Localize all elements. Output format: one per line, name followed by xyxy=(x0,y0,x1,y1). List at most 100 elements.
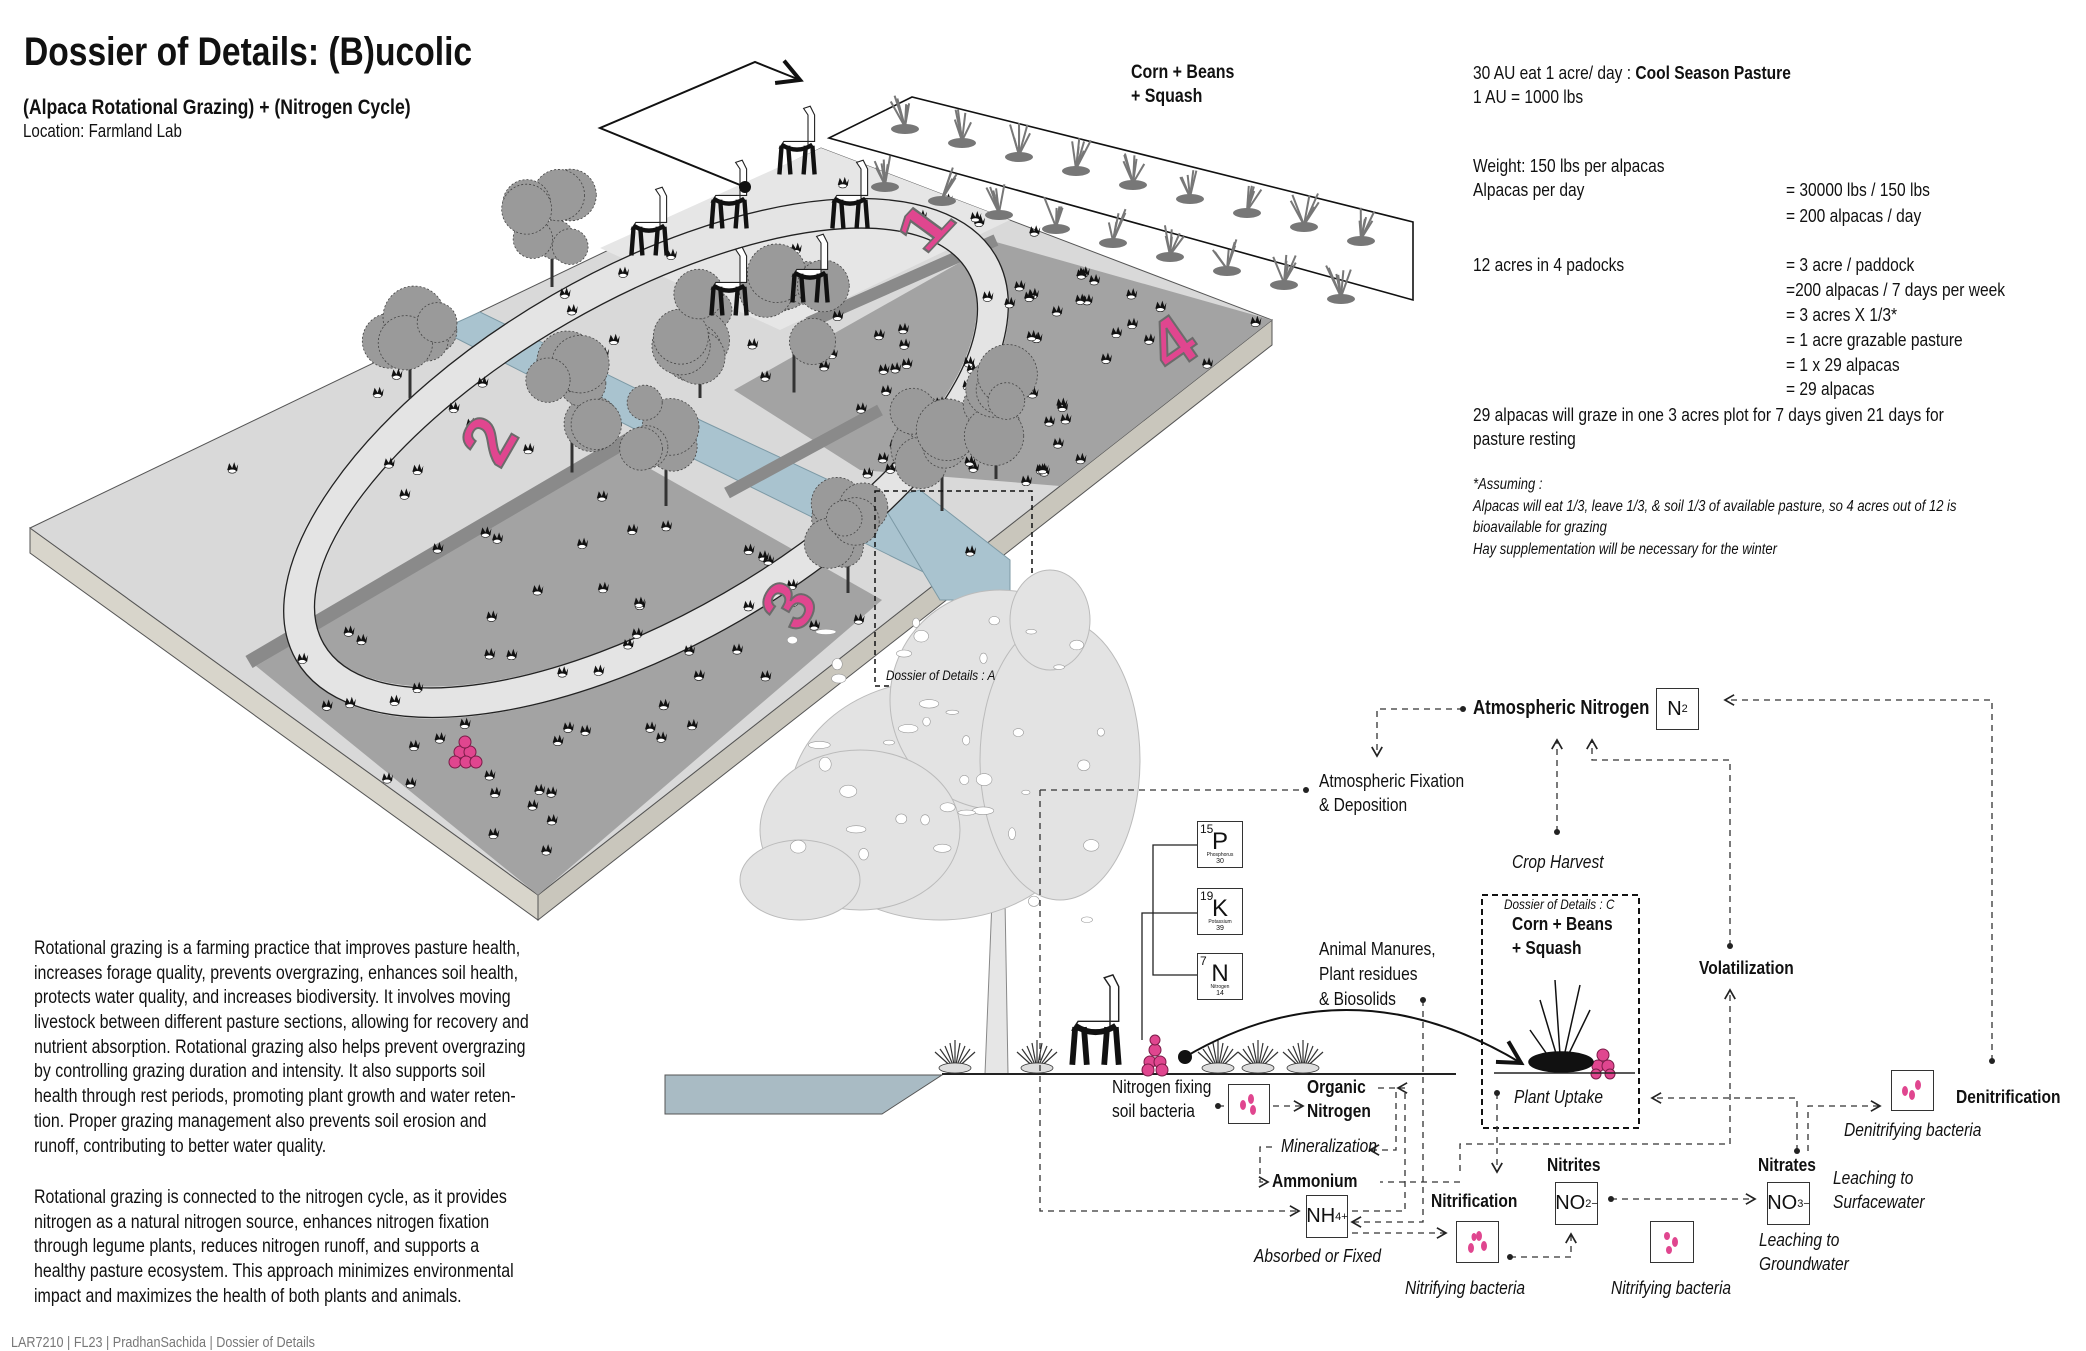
calc-row-value: = 29 alpacas xyxy=(1786,378,1891,400)
atmospheric-nitrogen-label: Atmospheric Nitrogen xyxy=(1473,697,1683,720)
corn-plant-icon xyxy=(1119,154,1147,190)
alpaca-icon xyxy=(1072,975,1118,1065)
calc-summary-text: pasture resting xyxy=(1473,428,1576,450)
calc-row-value: = 30000 lbs / 150 lbs xyxy=(1786,179,1957,201)
element-mass: 39 xyxy=(1198,925,1242,932)
element-bracket xyxy=(1142,845,1197,1040)
corn-plant-icon xyxy=(1099,209,1127,248)
calc-row-value: = 3 acre / paddock xyxy=(1786,254,1939,276)
leaching-groundwater-label: Leaching to xyxy=(1759,1229,1855,1251)
detail-a-label: Dossier of Details : A xyxy=(886,667,1016,683)
calc-note-text: Alpacas will eat 1/3, leave 1/3, & soil … xyxy=(1473,498,1956,516)
paragraph-line-text: protects water quality, and increases bi… xyxy=(34,986,511,1011)
paragraph-line: impact and maximizes the health of both … xyxy=(34,1285,605,1310)
corn-plant-icon xyxy=(948,110,976,148)
corn-plant-icon xyxy=(1156,225,1184,262)
paragraph-line: nitrogen as a natural nitrogen source, e… xyxy=(34,1211,605,1236)
grass-tuft-icon xyxy=(935,1040,975,1073)
animal-manures-label: & Biosolids xyxy=(1319,988,1411,1010)
paragraph-line: through legume plants, reduces nitrogen … xyxy=(34,1235,605,1260)
corn-plant-icon xyxy=(1062,138,1091,176)
denitrifying-bacteria-label: Denitrifying bacteria xyxy=(1844,1119,2008,1141)
calc-note: Hay supplementation will be necessary fo… xyxy=(1473,541,1835,559)
calc-row-value: = 1 acre grazable pasture xyxy=(1786,329,1996,351)
location-text: Location: Farmland Lab xyxy=(23,121,212,142)
calc-row-value-text: = 1 x 29 alpacas xyxy=(1786,354,1900,376)
paragraph-line-text: Rotational grazing is connected to the n… xyxy=(34,1186,507,1211)
calc-row-value-text: = 29 alpacas xyxy=(1786,378,1875,400)
nitrates-label: Nitrates xyxy=(1758,1154,1827,1176)
paragraph-line: Rotational grazing is a farming practice… xyxy=(34,937,623,962)
corn-plant-icon xyxy=(1326,266,1355,304)
paragraph-line-text: impact and maximizes the health of both … xyxy=(34,1285,462,1310)
calc-row-label-text: 12 acres in 4 padocks xyxy=(1473,254,1624,276)
nitrifying-bacteria-label: Nitrifying bacteria xyxy=(1611,1277,1754,1299)
paragraph-line-text: nutrient absorption. Rotational grazing … xyxy=(34,1036,526,1061)
element-mass: 30 xyxy=(1198,858,1242,865)
calc-row-value-text: = 3 acres X 1/3* xyxy=(1786,304,1897,326)
detail-c-label: Dossier of Details : C xyxy=(1504,896,1635,912)
calc-row-label-text: Alpacas per day xyxy=(1473,179,1584,201)
paragraph-line-text: nitrogen as a natural nitrogen source, e… xyxy=(34,1211,489,1236)
nitrifying-bacteria-icon xyxy=(1650,1221,1694,1263)
animal-manures-label: Animal Manures, xyxy=(1319,938,1458,960)
paragraph-line-text: through legume plants, reduces nitrogen … xyxy=(34,1235,479,1260)
denitrification-label: Denitrification xyxy=(1956,1086,2080,1108)
atmospheric-fixation-label: & Deposition xyxy=(1319,794,1424,816)
volatilization-label: Volatilization xyxy=(1699,957,1812,979)
paragraph-line-text: runoff, contributing to better water qua… xyxy=(34,1135,326,1160)
paragraph-line: tion. Proper grazing management also pre… xyxy=(34,1110,623,1135)
corn-plant-icon xyxy=(1233,186,1261,218)
corn-plant-icon xyxy=(1347,208,1375,246)
corn-plant-icon xyxy=(1270,255,1298,290)
calc-row-value-text: = 1 acre grazable pasture xyxy=(1786,329,1963,351)
calc-line-1: 30 AU eat 1 acre/ day : Cool Season Past… xyxy=(1473,62,1851,84)
absorbed-fixed-label: Absorbed or Fixed xyxy=(1254,1245,1405,1267)
paragraph-line-text: livestock between different pasture sect… xyxy=(34,1011,529,1036)
calc-row-label: 12 acres in 4 padocks xyxy=(1473,254,1653,276)
element-mass: 14 xyxy=(1198,990,1242,997)
calc-note: bioavailable for grazing xyxy=(1473,519,1632,537)
paragraph-line: increases forage quality, prevents overg… xyxy=(34,962,623,987)
corn-field-label: Corn + Beans xyxy=(1131,62,1254,84)
nitrification-label: Nitrification xyxy=(1431,1190,1534,1212)
pink-gravel-icon xyxy=(1142,1035,1168,1076)
calc-line-1-prefix: 30 AU eat 1 acre/ day : xyxy=(1473,62,1635,83)
pink-gravel-icon xyxy=(1591,1049,1615,1079)
calc-summary-text: 29 alpacas will graze in one 3 acres plo… xyxy=(1473,404,1944,426)
grass-tuft-icon xyxy=(1198,1040,1238,1073)
footer-credit: LAR7210 | FL23 | PradhanSachida | Dossie… xyxy=(11,1334,373,1351)
leaching-surfacewater-label: Leaching to xyxy=(1833,1167,1929,1189)
calc-row-label-text: Weight: 150 lbs per alpacas xyxy=(1473,155,1664,177)
denitrifying-bacteria-icon xyxy=(1891,1070,1934,1111)
organic-nitrogen-label: Nitrogen xyxy=(1307,1100,1383,1122)
corn-plant-icon xyxy=(1005,123,1033,162)
corn-field-label: + Squash xyxy=(1131,86,1216,108)
paragraph-line: healthy pasture ecosystem. This approach… xyxy=(34,1260,605,1285)
corn-plant-icon xyxy=(891,96,919,134)
calc-summary: pasture resting xyxy=(1473,428,1595,450)
paragraph-line: protects water quality, and increases bi… xyxy=(34,986,623,1011)
page-title: Dossier of Details: (B)ucolic xyxy=(24,30,557,75)
leaching-surfacewater-label: Surfacewater xyxy=(1833,1191,1942,1213)
detail-c-title: Corn + Beans xyxy=(1512,913,1632,935)
corn-plant-icon xyxy=(1529,980,1593,1072)
paragraph-line: livestock between different pasture sect… xyxy=(34,1011,623,1036)
corn-plant-icon xyxy=(1290,194,1319,232)
organic-nitrogen-label: Organic xyxy=(1307,1076,1377,1098)
nitrifying-bacteria-icon xyxy=(1456,1221,1499,1263)
calc-line-2-text: 1 AU = 1000 lbs xyxy=(1473,86,1583,108)
description-paragraph-2: Rotational grazing is connected to the n… xyxy=(34,1186,605,1309)
paragraph-line-text: tion. Proper grazing management also pre… xyxy=(34,1110,486,1135)
description-paragraph-1: Rotational grazing is a farming practice… xyxy=(34,937,623,1159)
calc-row-label: Alpacas per day xyxy=(1473,179,1606,201)
rotation-arrow xyxy=(600,62,800,187)
calc-row-value-text: = 200 alpacas / day xyxy=(1786,205,1921,227)
calc-note: Alpacas will eat 1/3, leave 1/3, & soil … xyxy=(1473,498,2049,516)
corn-plant-icon xyxy=(928,168,957,206)
